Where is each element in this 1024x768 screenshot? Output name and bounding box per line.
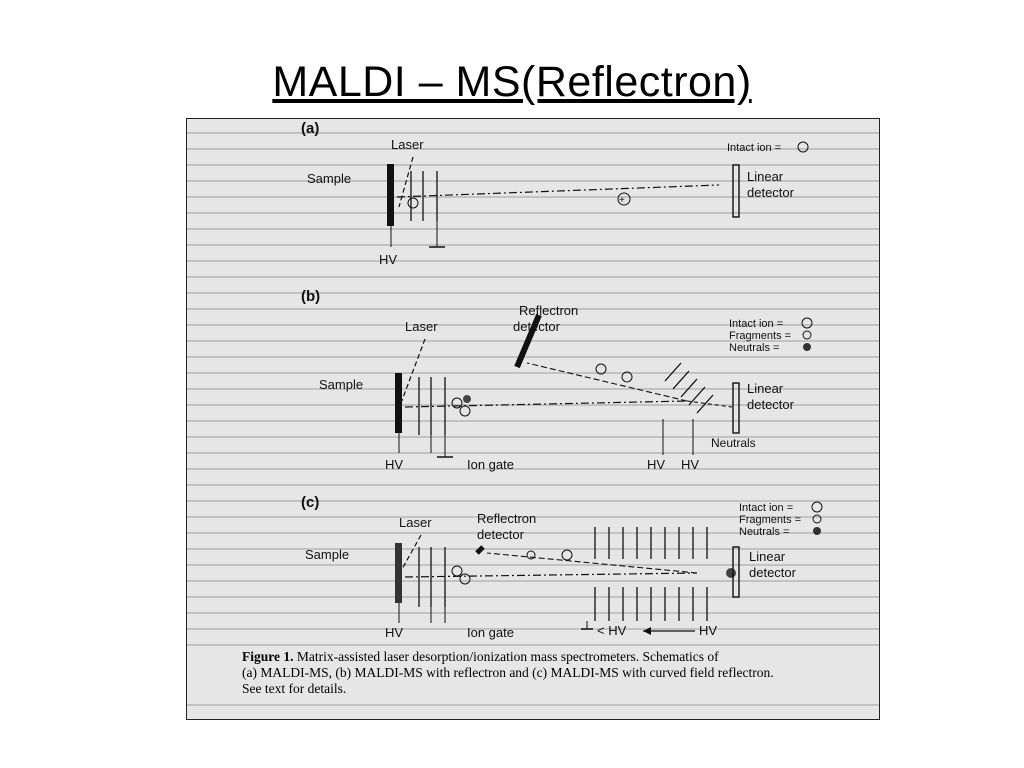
panel-b-neutrals-label: Neutrals bbox=[711, 436, 756, 450]
panel-c-flight-path bbox=[404, 572, 698, 578]
panel-c-hv-label: HV bbox=[385, 625, 403, 640]
panel-b-fragment-1 bbox=[595, 363, 607, 375]
background-text-texture bbox=[187, 132, 879, 706]
panel-b-legend-fragments-symbol bbox=[802, 330, 812, 340]
panel-b-laser-label: Laser bbox=[405, 319, 438, 334]
panel-b-neutral-1 bbox=[463, 395, 471, 403]
panel-c-label: (c) bbox=[301, 494, 319, 511]
panel-a-sample-label: Sample bbox=[307, 171, 351, 186]
panel-b-reflectron-ring-5 bbox=[696, 394, 714, 414]
panel-a: (a) Laser Sample + HV Linear detector In… bbox=[301, 120, 809, 267]
panel-c-legend-neutrals: Neutrals = bbox=[739, 526, 789, 538]
panel-b-reflectron-ring-3 bbox=[680, 378, 698, 398]
maldi-schematics-diagram: (a) Laser Sample + HV Linear detector In… bbox=[187, 120, 879, 706]
panel-a-flight-path bbox=[396, 184, 720, 198]
figure-caption-label: Figure 1. bbox=[242, 649, 294, 664]
panel-c-neutral-1 bbox=[726, 568, 736, 578]
panel-b-legend-neutrals: Neutrals = bbox=[729, 342, 779, 354]
panel-c-reflectron-detector-label-1: Reflectron bbox=[477, 511, 536, 526]
panel-b-reflectron-detector-plate bbox=[514, 313, 542, 369]
panel-b-ion-gate-label: Ion gate bbox=[467, 457, 514, 472]
panel-b-reflectron-detector-label-2: detector bbox=[513, 319, 561, 334]
panel-a-legend-intact-ion: Intact ion = bbox=[727, 142, 781, 154]
figure-caption: Figure 1. Matrix-assisted laser desorpti… bbox=[242, 649, 879, 697]
panel-b-reflectron-ring-1 bbox=[664, 362, 682, 382]
panel-c-curved-reflectron-lower-rings bbox=[594, 587, 708, 621]
figure-caption-line-3: See text for details. bbox=[242, 681, 347, 696]
panel-b-linear-detector-plate bbox=[732, 382, 740, 434]
panel-c-sample-plate bbox=[395, 543, 402, 603]
panel-b: (b) Laser Sample Reflectron detector bbox=[301, 288, 813, 472]
panel-c-laser-label: Laser bbox=[399, 515, 432, 530]
panel-c-legend-intact-ion: Intact ion = bbox=[739, 502, 793, 514]
panel-c-hv-right-label: HV bbox=[699, 623, 717, 638]
panel-c-linear-detector-label-2: detector bbox=[749, 565, 797, 580]
panel-b-flight-path bbox=[404, 400, 688, 408]
panel-b-fragment-2 bbox=[621, 371, 633, 383]
panel-b-reflectron-ring-4 bbox=[688, 386, 706, 406]
panel-c-legend-fragments: Fragments = bbox=[739, 514, 801, 526]
figure-caption-line-1: Matrix-assisted laser desorption/ionizat… bbox=[296, 649, 719, 664]
figure-caption-line-2: (a) MALDI-MS, (b) MALDI-MS with reflectr… bbox=[242, 665, 774, 680]
panel-c-legend-intact-ion-symbol bbox=[811, 501, 823, 513]
panel-c-reflected-path bbox=[486, 552, 698, 574]
panel-c: (c) Laser Sample Reflectron detector bbox=[301, 494, 823, 640]
slide-title: MALDI – MS(Reflectron) bbox=[272, 58, 752, 106]
panel-a-label: (a) bbox=[301, 120, 319, 137]
panel-b-reflected-path bbox=[526, 362, 688, 402]
panel-b-linear-detector-label-1: Linear bbox=[747, 381, 784, 396]
panel-b-ion-2 bbox=[459, 405, 471, 417]
panel-b-label: (b) bbox=[301, 288, 320, 305]
panel-b-hv-right-1-label: HV bbox=[647, 457, 665, 472]
panel-c-reflectron-detector-plate bbox=[475, 545, 485, 555]
panel-a-laser-label: Laser bbox=[391, 137, 424, 152]
panel-b-legend-fragments: Fragments = bbox=[729, 330, 791, 342]
panel-c-hv-arrow-head bbox=[643, 627, 651, 635]
panel-a-linear-detector-plate bbox=[732, 164, 740, 218]
panel-b-hv-right-2-label: HV bbox=[681, 457, 699, 472]
panel-b-reflectron-ring-2 bbox=[672, 370, 690, 390]
panel-a-legend-intact-ion-symbol bbox=[797, 141, 809, 153]
panel-c-linear-detector-plate bbox=[732, 546, 740, 598]
panel-c-legend-neutrals-symbol bbox=[813, 527, 821, 535]
panel-b-reflectron-detector-label-1: Reflectron bbox=[519, 303, 578, 318]
panel-c-sample-label: Sample bbox=[305, 547, 349, 562]
scanned-figure: (a) Laser Sample + HV Linear detector In… bbox=[186, 118, 880, 720]
panel-c-legend-fragments-symbol bbox=[812, 514, 822, 524]
panel-a-ion-2-plus: + bbox=[619, 195, 625, 206]
panel-c-reflectron-detector-label-2: detector bbox=[477, 527, 525, 542]
panel-a-ion-1 bbox=[407, 197, 419, 209]
panel-c-ion-2 bbox=[459, 573, 471, 585]
panel-c-curved-reflectron-upper-rings bbox=[594, 527, 708, 559]
panel-c-ion-gate-label: Ion gate bbox=[467, 625, 514, 640]
panel-c-fragment-1 bbox=[526, 550, 536, 560]
panel-b-sample-plate bbox=[395, 373, 402, 433]
panel-b-ion-1 bbox=[451, 397, 463, 409]
panel-b-neutral-path bbox=[686, 400, 733, 408]
panel-a-linear-detector-label-2: detector bbox=[747, 185, 795, 200]
panel-b-hv-label: HV bbox=[385, 457, 403, 472]
panel-c-less-hv-label: < HV bbox=[597, 623, 627, 638]
panel-c-laser-beam bbox=[400, 534, 422, 572]
panel-a-laser-beam bbox=[398, 156, 414, 208]
panel-a-sample-plate bbox=[387, 164, 394, 226]
panel-b-laser-beam bbox=[400, 338, 426, 404]
panel-c-ion-1 bbox=[451, 565, 463, 577]
panel-c-fragment-2 bbox=[561, 549, 573, 561]
panel-a-ion-2 bbox=[617, 192, 631, 206]
panel-c-linear-detector-label-1: Linear bbox=[749, 549, 786, 564]
panel-b-legend-neutrals-symbol bbox=[803, 343, 811, 351]
panel-b-legend-intact-ion: Intact ion = bbox=[729, 318, 783, 330]
panel-b-sample-label: Sample bbox=[319, 377, 363, 392]
panel-a-linear-detector-label-1: Linear bbox=[747, 169, 784, 184]
panel-a-hv-label: HV bbox=[379, 252, 397, 267]
panel-b-legend-intact-ion-symbol bbox=[801, 317, 813, 329]
panel-b-linear-detector-label-2: detector bbox=[747, 397, 795, 412]
